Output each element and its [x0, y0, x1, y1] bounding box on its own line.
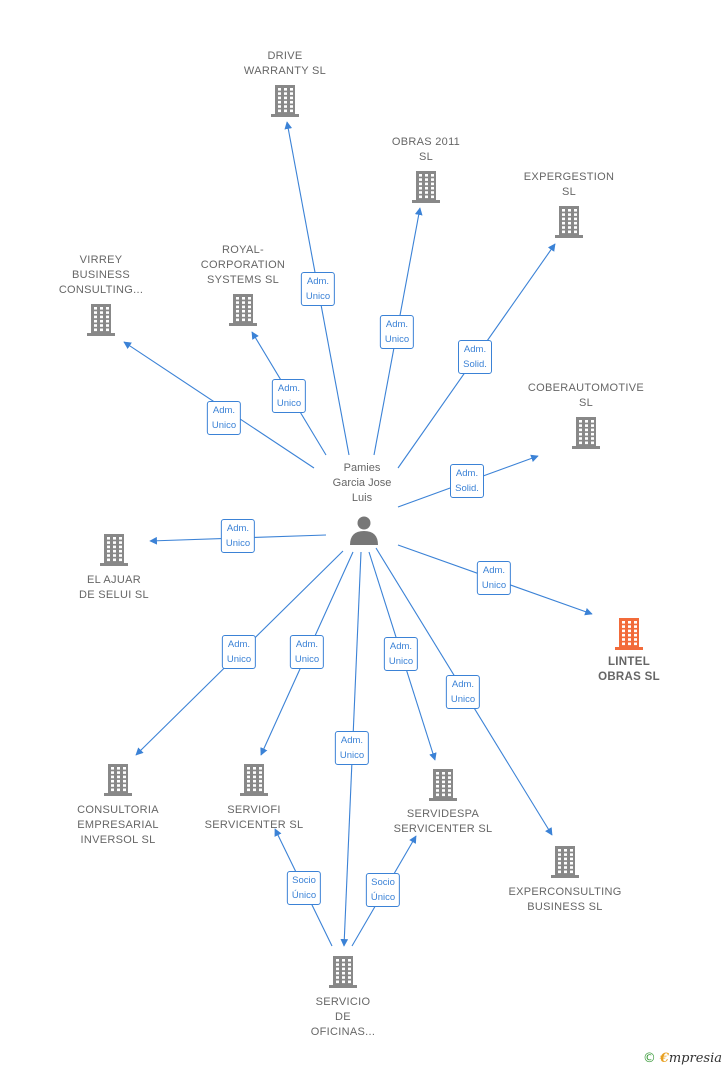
- brand-initial: €: [659, 1051, 669, 1066]
- building-icon-virrey: [87, 304, 115, 336]
- building-icon-expergestion: [555, 206, 583, 238]
- edge-label-servicio[interactable]: Adm. Unico: [334, 731, 370, 765]
- edge-label-virrey[interactable]: Adm. Unico: [206, 401, 242, 435]
- building-icon-obras2011: [412, 171, 440, 203]
- building-icon-royal: [229, 294, 257, 326]
- edge-label-servidespa[interactable]: Socio Único: [365, 873, 401, 907]
- edge-label-serviofi[interactable]: Adm. Unico: [289, 635, 325, 669]
- copyright-icon: ©: [642, 1051, 656, 1066]
- node-label-obras2011[interactable]: OBRAS 2011 SL: [391, 136, 461, 163]
- building-icon-serviofi: [240, 764, 268, 796]
- edge-label-obras2011[interactable]: Adm. Unico: [379, 315, 415, 349]
- nodes-layer: [87, 85, 643, 988]
- building-icon-lintel: [615, 618, 643, 650]
- node-label-servicio[interactable]: SERVICIO DE OFICINAS...: [310, 996, 376, 1038]
- edge-label-cober[interactable]: Adm. Solid.: [450, 464, 484, 498]
- building-icon-drive: [271, 85, 299, 117]
- edge-label-lintel[interactable]: Adm. Unico: [476, 561, 512, 595]
- building-icon-cober: [572, 417, 600, 449]
- brand-footer: ©€mpresia: [643, 1051, 722, 1066]
- node-label-royal[interactable]: ROYAL- CORPORATION SYSTEMS SL: [200, 244, 286, 286]
- edge-label-royal[interactable]: Adm. Unico: [271, 379, 307, 413]
- brand-name: mpresia: [668, 1051, 722, 1066]
- node-label-expergestion[interactable]: EXPERGESTION SL: [523, 171, 615, 198]
- node-label-virrey[interactable]: VIRREY BUSINESS CONSULTING...: [58, 254, 144, 296]
- building-icon-servidespa: [429, 769, 457, 801]
- node-label-drive[interactable]: DRIVE WARRANTY SL: [243, 50, 327, 77]
- edge-label-experconsulting[interactable]: Adm. Unico: [445, 675, 481, 709]
- edge-label-expergestion[interactable]: Adm. Solid.: [458, 340, 492, 374]
- edge-label-drive[interactable]: Adm. Unico: [300, 272, 336, 306]
- center-person-label[interactable]: Pamies Garcia Jose Luis: [332, 462, 392, 504]
- edge-label-consultoria[interactable]: Adm. Unico: [221, 635, 257, 669]
- building-icon-experconsulting: [551, 846, 579, 878]
- building-icon-servicio: [329, 956, 357, 988]
- building-icon-ajuar: [100, 534, 128, 566]
- node-label-ajuar[interactable]: EL AJUAR DE SELUI SL: [79, 574, 149, 601]
- edge-label-servidespa[interactable]: Adm. Unico: [383, 637, 419, 671]
- person-icon: [350, 516, 378, 545]
- building-icon-consultoria: [104, 764, 132, 796]
- node-label-servidespa[interactable]: SERVIDESPA SERVICENTER SL: [393, 808, 493, 835]
- node-label-serviofi[interactable]: SERVIOFI SERVICENTER SL: [204, 804, 304, 831]
- node-label-cober[interactable]: COBERAUTOMOTIVE SL: [527, 382, 645, 409]
- node-label-lintel[interactable]: LINTEL OBRAS SL: [598, 656, 660, 683]
- edge-label-ajuar[interactable]: Adm. Unico: [220, 519, 256, 553]
- edge-label-serviofi[interactable]: Socio Único: [286, 871, 322, 905]
- node-label-experconsulting[interactable]: EXPERCONSULTING BUSINESS SL: [508, 886, 622, 913]
- node-label-consultoria[interactable]: CONSULTORIA EMPRESARIAL INVERSOL SL: [77, 804, 159, 846]
